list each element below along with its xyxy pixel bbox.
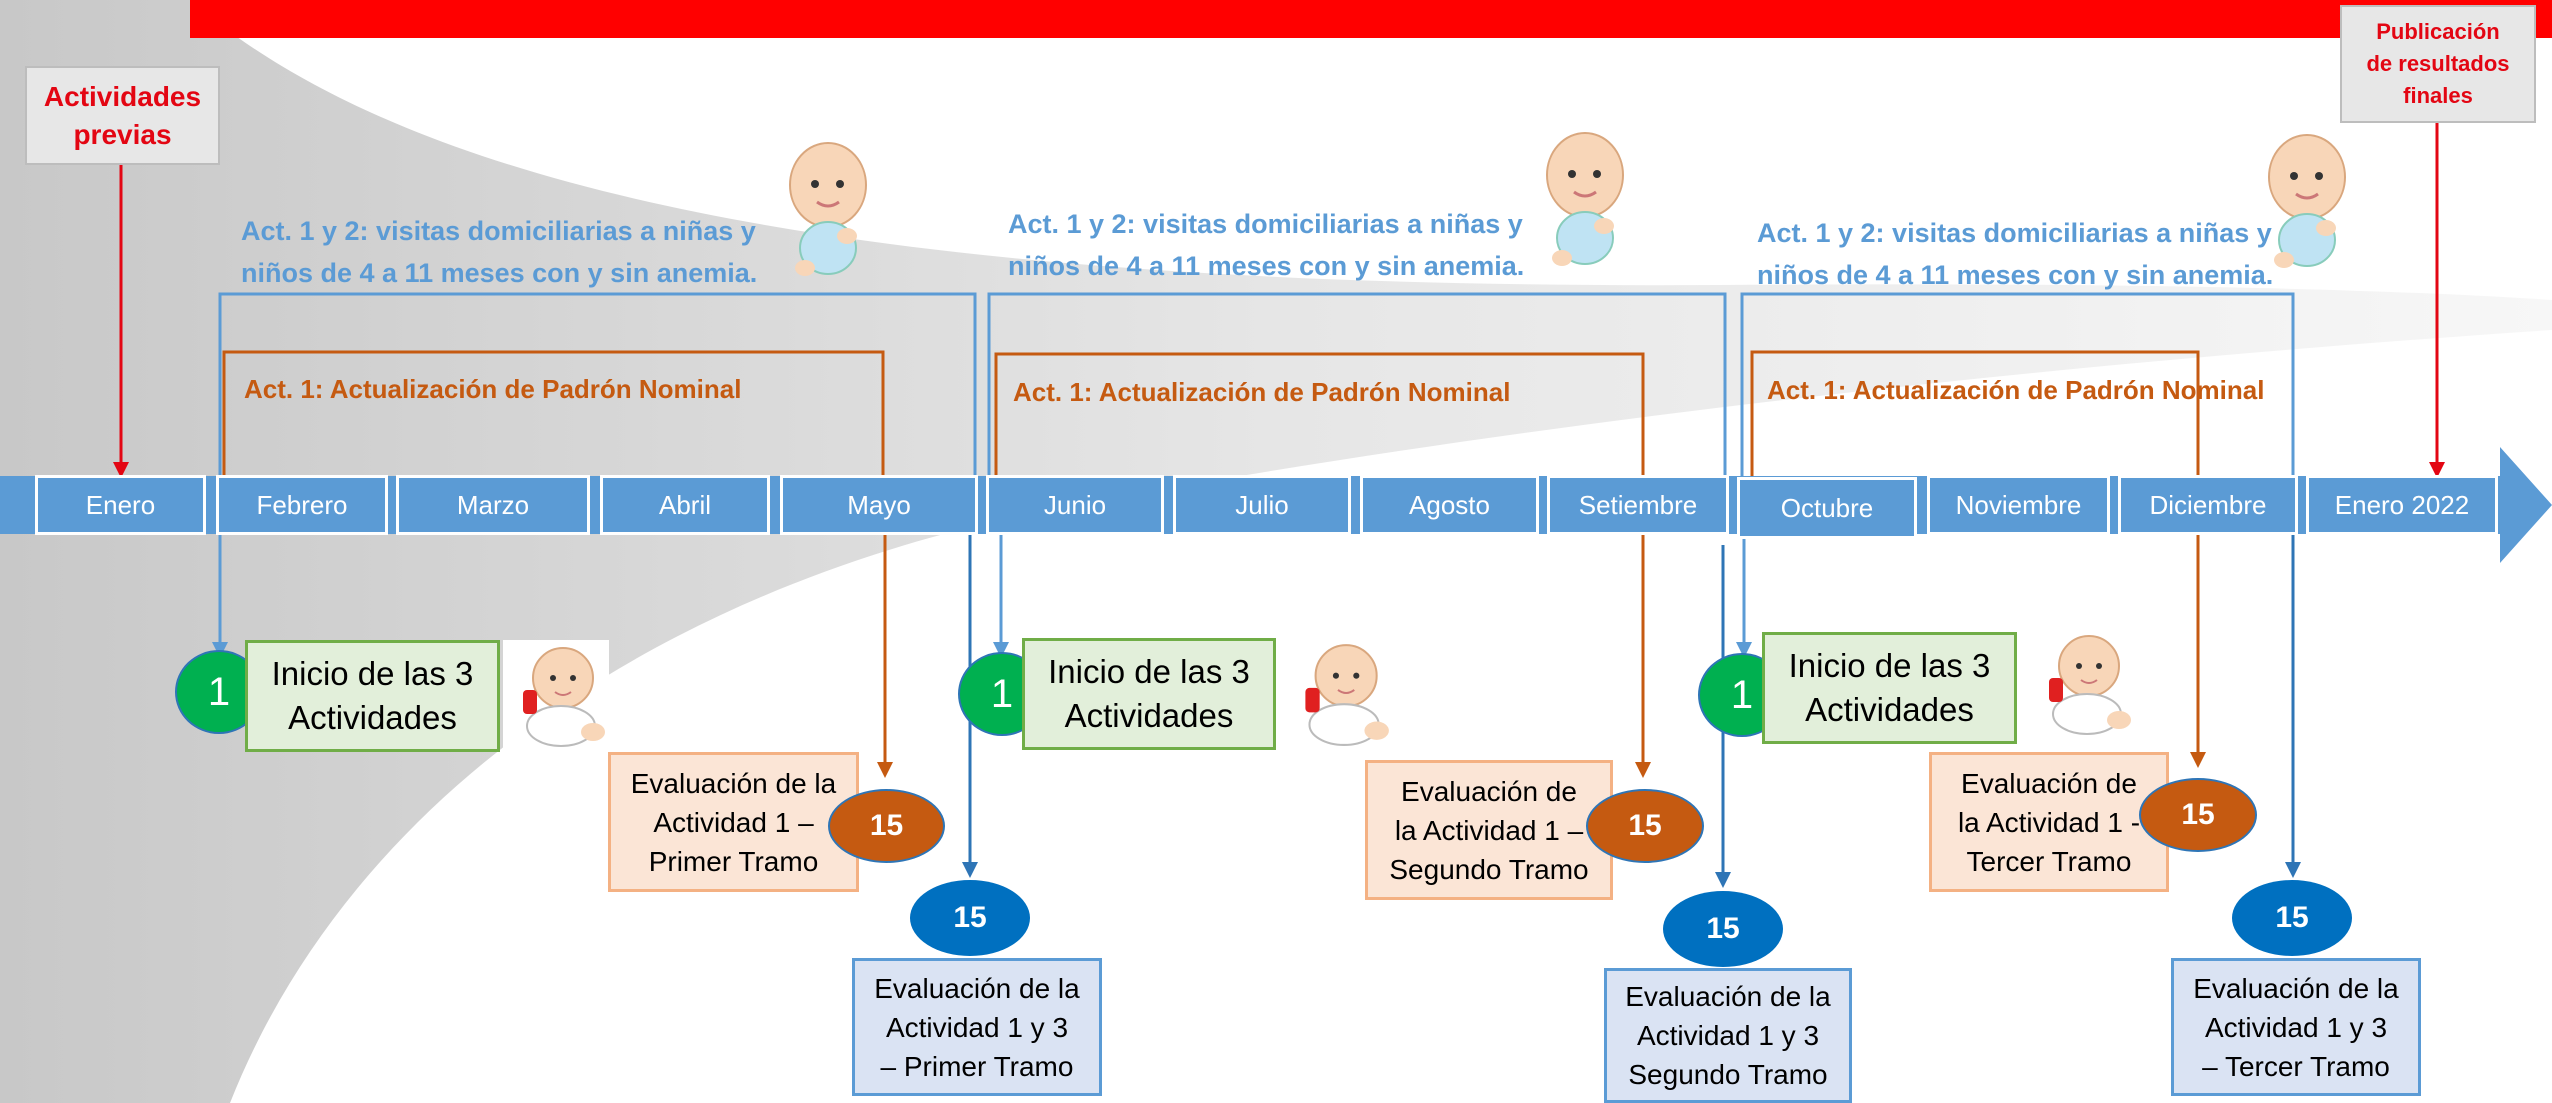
title-line: Act. 1 y 2: visitas domiciliarias a niña… — [1008, 209, 1523, 239]
visitas-domiciliarias-label-1: Act. 1 y 2: visitas domiciliarias a niña… — [241, 210, 1001, 294]
evaluacion-actividad-1-3-box-3: Evaluación de la Actividad 1 y 3 – Terce… — [2171, 958, 2421, 1096]
orange-bracket-2 — [994, 352, 1645, 476]
month-enero-2022: Enero 2022 — [2306, 475, 2498, 535]
box-line: la Actividad 1 – — [1394, 814, 1584, 846]
month-agosto: Agosto — [1360, 475, 1539, 535]
box-line: Actividad 1 y 3 — [885, 1011, 1069, 1043]
blue-bracket-3 — [1740, 292, 2295, 476]
eval-day-circle-blue-3: 15 — [2232, 880, 2352, 956]
blue-bracket-1 — [218, 292, 977, 476]
padron-nominal-label-3: Act. 1: Actualización de Padrón Nominal — [1767, 375, 2265, 405]
eval-day-circle-blue-2: 15 — [1663, 891, 1783, 967]
visitas-domiciliarias-label-2: Act. 1 y 2: visitas domiciliarias a niña… — [1008, 203, 1768, 287]
evaluacion-actividad-1-3-box-2: Evaluación de la Actividad 1 y 3 Segundo… — [1604, 968, 1852, 1103]
title-line: niños de 4 a 11 meses con y sin anemia. — [1008, 251, 1525, 281]
red-arrow-previas — [113, 165, 129, 478]
baby-crawling-icon — [789, 142, 867, 276]
evaluacion-actividad-1-3-box-1: Evaluación de la Actividad 1 y 3 – Prime… — [852, 958, 1102, 1096]
box-line: Actividad 1 y 3 — [1636, 1020, 1820, 1051]
blue-arrow-eval-3 — [2285, 534, 2301, 878]
month-marzo: Marzo — [396, 475, 590, 535]
actividades-previas-callout: Actividades previas — [25, 66, 220, 165]
box-line: Tercer Tramo — [1966, 845, 2132, 877]
month-junio: Junio — [986, 475, 1164, 535]
inicio-actividades-box-2: Inicio de las 3 Actividades — [1022, 638, 1276, 750]
title-line: Act. 1 y 2: visitas domiciliarias a niña… — [241, 216, 756, 246]
baby-crawling-icon — [2268, 134, 2346, 268]
title-line: niños de 4 a 11 meses con y sin anemia. — [1757, 260, 2274, 290]
box-line: – Tercer Tramo — [2202, 1050, 2390, 1082]
evaluacion-actividad-1-box-3: Evaluación de la Actividad 1 - Tercer Tr… — [1929, 752, 2169, 892]
month-noviembre: Noviembre — [1927, 475, 2110, 535]
callout-line: Actividades — [43, 80, 202, 112]
blue-arrow-start-3 — [1736, 534, 1752, 658]
inicio-actividades-box-1: Inicio de las 3 Actividades — [245, 640, 500, 752]
callout-line: previas — [73, 118, 172, 150]
inicio-actividades-box-3: Inicio de las 3 Actividades — [1762, 632, 2017, 744]
month-diciembre: Diciembre — [2118, 475, 2298, 535]
box-line: Inicio de las 3 — [1788, 647, 1991, 684]
box-line: la Actividad 1 - — [1957, 806, 2141, 838]
baby-crawling-icon — [1546, 132, 1624, 266]
month-setiembre: Setiembre — [1547, 475, 1729, 535]
evaluacion-actividad-1-box-1: Evaluación de la Actividad 1 – Primer Tr… — [608, 752, 859, 892]
box-line: Evaluación de la — [1625, 981, 1831, 1012]
callout-line: Publicación — [2376, 19, 2500, 44]
month-mayo: Mayo — [780, 475, 978, 535]
red-top-bar — [190, 0, 2552, 38]
box-line: Evaluación de — [1401, 775, 1577, 807]
orange-arrow-eval-3 — [2190, 534, 2206, 768]
box-line: Evaluación de la — [630, 767, 837, 799]
month-julio: Julio — [1173, 475, 1351, 535]
eval-day-circle-orange-1: 15 — [828, 789, 945, 863]
blue-bracket-2 — [987, 292, 1727, 476]
month-enero: Enero — [35, 475, 206, 535]
box-line: Actividades — [1805, 691, 1974, 728]
blue-arrow-start-1 — [212, 534, 228, 658]
box-line: Actividades — [288, 699, 457, 736]
box-line: Inicio de las 3 — [1048, 653, 1250, 690]
blue-arrow-start-2 — [993, 534, 1009, 658]
box-line: Actividades — [1064, 697, 1234, 734]
orange-bracket-1 — [222, 350, 885, 476]
box-line: Inicio de las 3 — [271, 655, 474, 692]
padron-nominal-label-1: Act. 1: Actualización de Padrón Nominal — [244, 374, 742, 404]
callout-line: de resultados — [2366, 51, 2510, 76]
orange-arrow-eval-2 — [1635, 534, 1651, 778]
baby-sitting-icon — [1285, 637, 1393, 749]
red-arrow-publicacion — [2429, 122, 2445, 478]
box-line: Actividad 1 y 3 — [2204, 1011, 2388, 1043]
box-line: – Primer Tramo — [880, 1050, 1074, 1082]
title-line: niños de 4 a 11 meses con y sin anemia. — [241, 258, 758, 288]
box-line: Evaluación de — [1961, 767, 2137, 799]
orange-arrow-eval-1 — [877, 534, 893, 778]
title-line: Act. 1 y 2: visitas domiciliarias a niña… — [1757, 218, 2272, 248]
month-febrero: Febrero — [216, 475, 388, 535]
orange-bracket-3 — [1750, 350, 2200, 476]
box-line: Evaluación de la — [2193, 972, 2399, 1004]
callout-line: finales — [2403, 83, 2473, 108]
box-line: Primer Tramo — [648, 845, 819, 877]
visitas-domiciliarias-label-3: Act. 1 y 2: visitas domiciliarias a niña… — [1757, 212, 2517, 296]
box-line: Evaluación de la — [874, 972, 1080, 1004]
box-line: Segundo Tramo — [1389, 853, 1589, 885]
box-line: Segundo Tramo — [1628, 1059, 1828, 1090]
publicacion-resultados-callout: Publicación de resultados finales — [2340, 5, 2536, 123]
padron-nominal-label-2: Act. 1: Actualización de Padrón Nominal — [1013, 377, 1511, 407]
eval-day-circle-orange-2: 15 — [1586, 789, 1704, 863]
baby-sitting-icon — [2049, 635, 2131, 735]
evaluacion-actividad-1-box-2: Evaluación de la Actividad 1 – Segundo T… — [1365, 760, 1613, 900]
baby-sitting-icon — [503, 640, 609, 750]
month-abril: Abril — [600, 475, 770, 535]
month-octubre: Octubre — [1737, 477, 1917, 539]
eval-day-circle-blue-1: 15 — [910, 880, 1030, 956]
box-line: Actividad 1 – — [653, 806, 814, 838]
eval-day-circle-orange-3: 15 — [2139, 778, 2257, 852]
